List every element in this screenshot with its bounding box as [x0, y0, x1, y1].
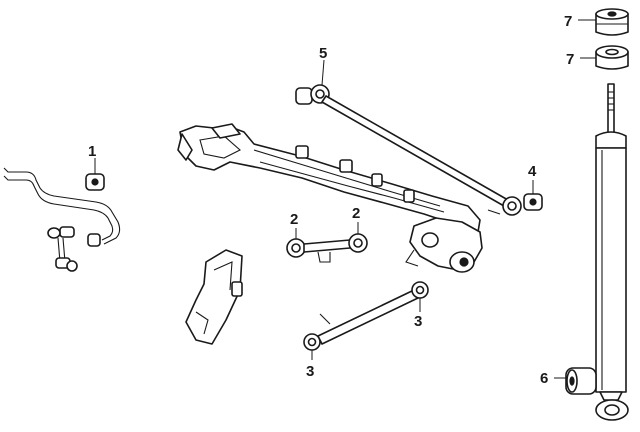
mount-rubber-part-7-upper [595, 8, 629, 36]
callout-leaders [94, 19, 596, 379]
mounting-bracket [185, 249, 243, 345]
shock-absorber [595, 83, 629, 421]
bushing-part-6 [565, 367, 597, 395]
callout-1: 1 [88, 143, 96, 160]
callout-2-right: 2 [352, 205, 360, 222]
knuckle-hub [405, 217, 483, 273]
bushing-part-4 [523, 193, 543, 211]
stabilizer-bar [3, 167, 121, 247]
callout-2-left: 2 [290, 211, 298, 228]
callout-3-right: 3 [414, 313, 422, 330]
mount-rubber-part-7-lower [595, 45, 629, 70]
callout-7-upper: 7 [564, 13, 572, 30]
callout-6: 6 [540, 370, 548, 387]
callout-4: 4 [528, 163, 537, 180]
callout-7-lower: 7 [566, 51, 574, 68]
bushing-part-1 [85, 173, 105, 191]
upper-arm-part-2 [286, 233, 368, 263]
trailing-arm-part-5 [295, 84, 522, 216]
stabilizer-bushing [87, 233, 101, 247]
callout-5: 5 [319, 45, 327, 62]
lower-arm-part-3 [303, 281, 429, 351]
stabilizer-link [47, 226, 78, 272]
rear-axle-beam [177, 123, 481, 233]
callout-3-left: 3 [306, 363, 314, 380]
